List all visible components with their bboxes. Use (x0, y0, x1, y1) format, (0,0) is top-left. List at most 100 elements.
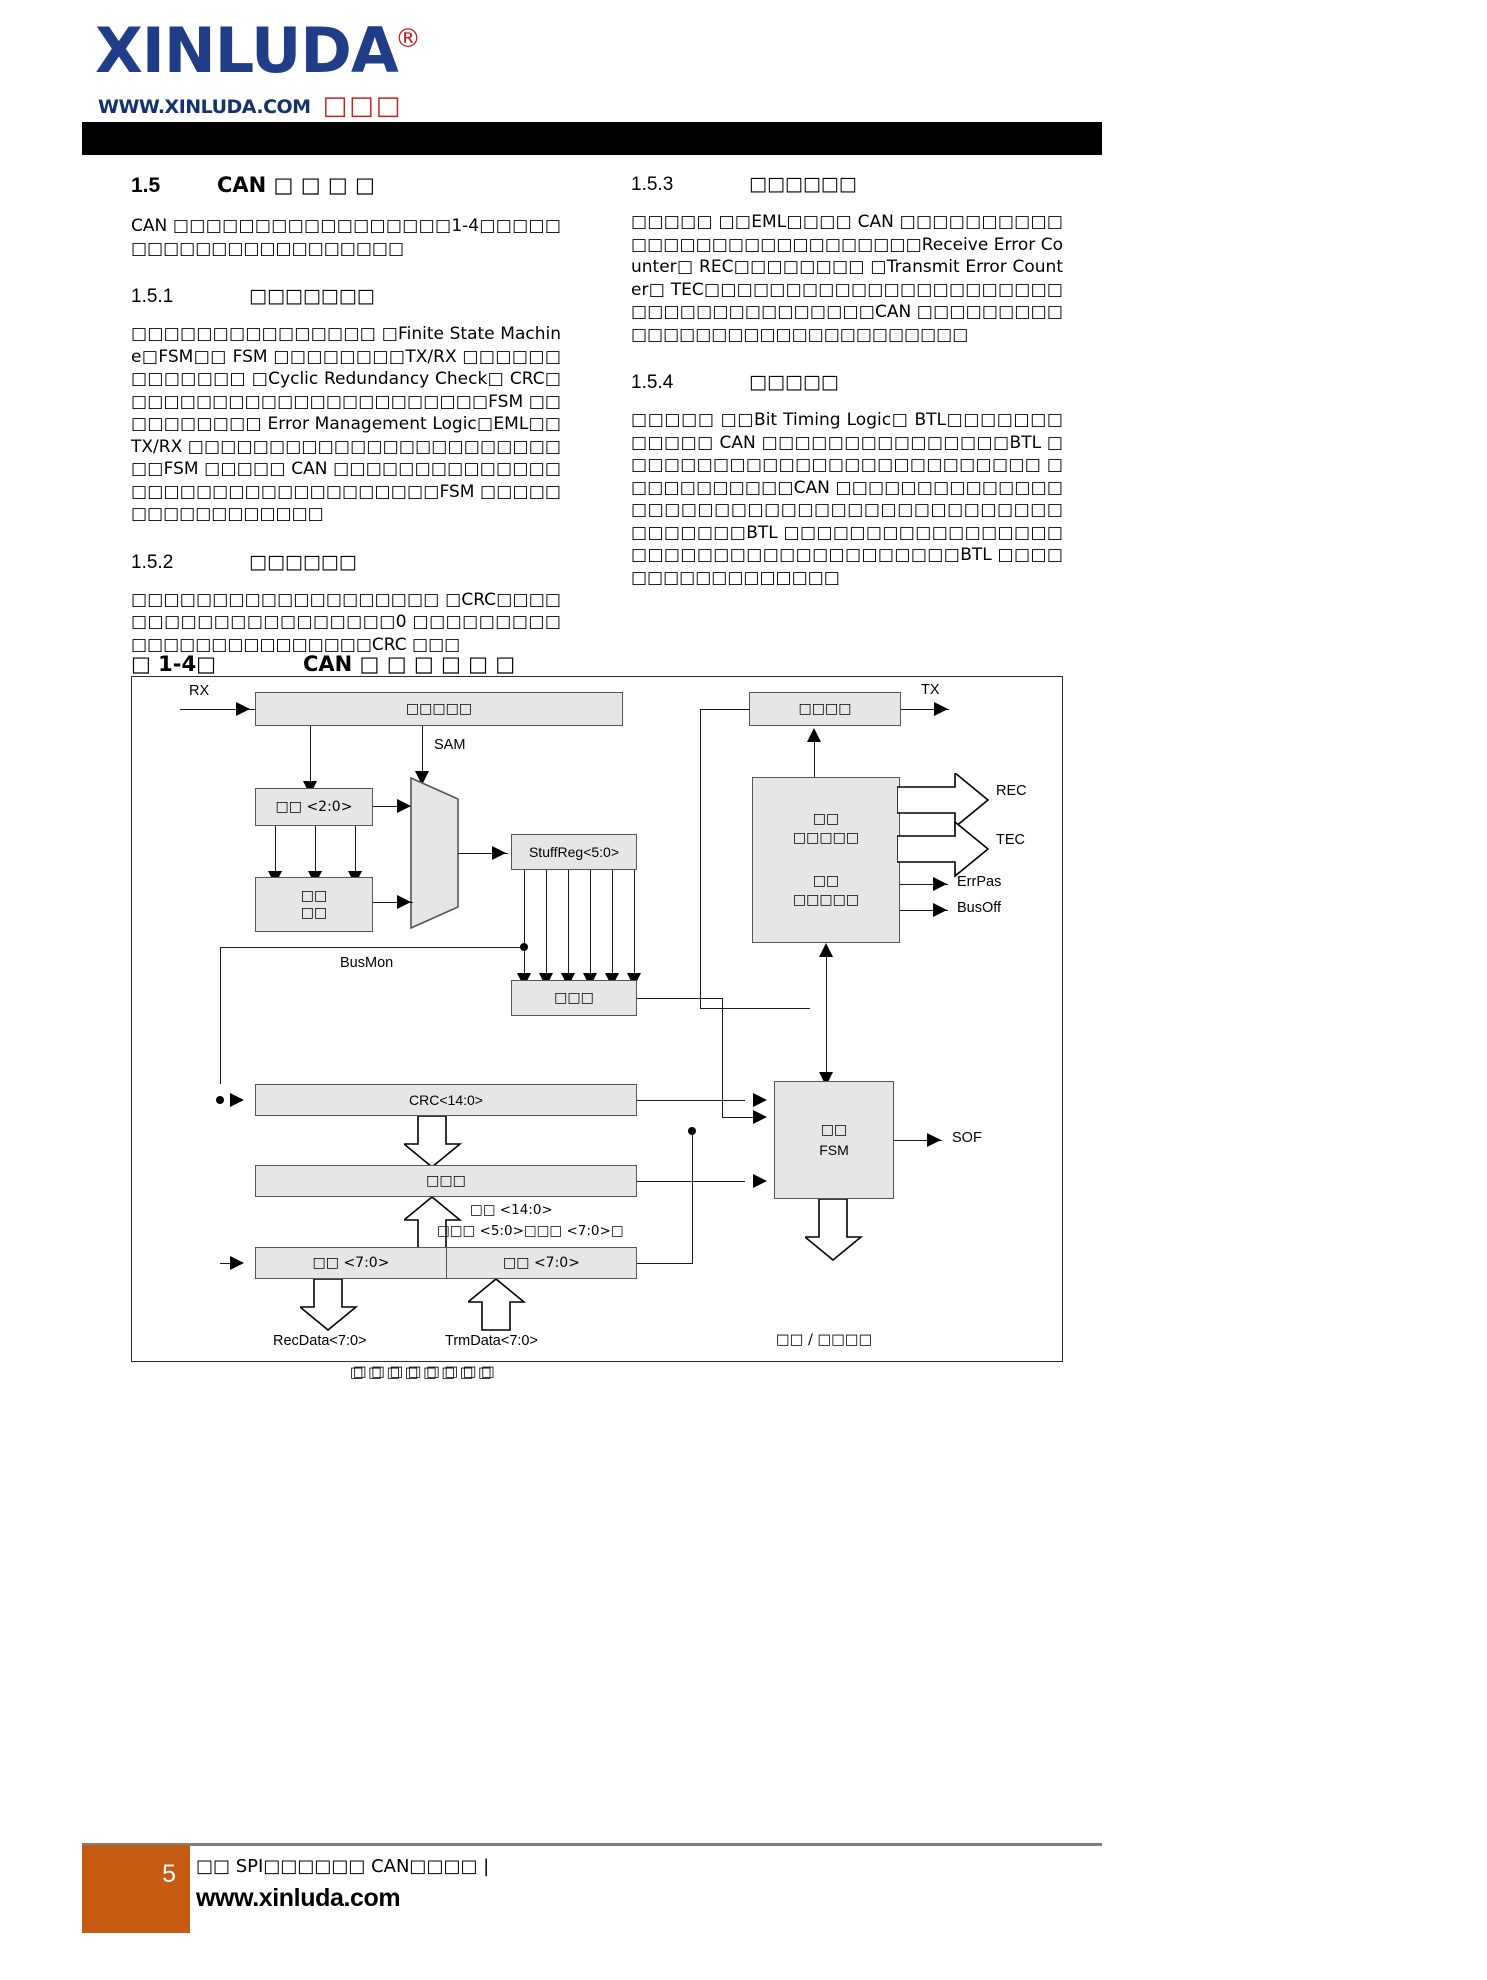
can-controller-block-diagram: RX □□□□□ SAM □□ <2:0> □□ □□ StuffReg<5:0… (131, 676, 1063, 1381)
arrow-busoff (933, 903, 947, 917)
arrow-reg-to-mux (397, 799, 411, 813)
page-number: 5 (162, 1860, 176, 1888)
diagram-label-tec: TEC (996, 832, 1025, 848)
section-number: 1.5.4 (631, 372, 674, 393)
wire-bit0 (275, 826, 277, 878)
arrow-err-fsm-up (819, 943, 833, 957)
wire-errpas (900, 884, 948, 886)
hollow-arrow-trmdata (468, 1279, 526, 1331)
wire-sof (894, 1140, 942, 1142)
logo-url-text: WWW.XINLUDA.COM (98, 96, 311, 118)
paragraph-1-5-4: □□□□□ □□Bit Timing Logic□ BTL□□□□□□□□□□□… (631, 410, 1063, 588)
wire-stuff-3 (590, 870, 592, 980)
wire-stuff-4 (612, 870, 614, 980)
wire-err-to-tx (814, 739, 816, 777)
diagram-label-rx: RX (189, 683, 210, 699)
wire-bit1 (315, 826, 317, 878)
hollow-arrow-tec (897, 822, 989, 878)
section-heading-1-5: 1.5 CAN □ □ □ □ (131, 172, 561, 199)
wire-datareg-to-fsm-v (692, 1169, 694, 1263)
section-number: 1.5 (131, 174, 161, 197)
footer-divider (82, 1843, 1102, 1846)
block-voting-logic: □□ □□ (255, 877, 373, 932)
section-title: □□□□□□ (249, 550, 357, 573)
mux-sam (410, 777, 459, 929)
page-number-badge: 5 (82, 1845, 190, 1933)
wire-fsm-to-tx-top (700, 709, 750, 711)
figure-caption: □ 1-4□CAN □ □ □ □ □ □ (131, 650, 891, 679)
err-label-line3: □□ (812, 873, 840, 889)
diagram-label-trmdata: TrmData<7:0> (445, 1333, 538, 1349)
arrow-into-datareg (230, 1256, 244, 1270)
fsm-label-line2: FSM (819, 1142, 849, 1158)
wire-det-to-fsm-in (722, 1117, 760, 1119)
paragraph-1-5: CAN □□□□□□□□□□□□□□□□□1-4□□□□□□□□□□□□□□□□… (131, 216, 561, 259)
diagram-annotation-line1: □□ <14:0> (470, 1202, 553, 1218)
hollow-arrow-recdata (300, 1279, 358, 1331)
block-error-management-logic: □□ □□□□□ □□ □□□□□ (752, 777, 900, 943)
junction-busmon (520, 943, 528, 951)
block-control-fsm: □□ FSM (774, 1081, 894, 1199)
block-stuff-register: StuffReg<5:0> (511, 834, 637, 870)
figure-number: □ 1-4□ (131, 652, 216, 676)
section-heading-1-5-2: 1.5.2□□□□□□ (131, 550, 561, 575)
wire-crc-to-fsm (637, 1100, 745, 1102)
wire-stuff-5 (634, 870, 636, 980)
section-number: 1.5.3 (631, 174, 674, 195)
wire-bit2 (355, 826, 357, 878)
section-number: 1.5.1 (131, 286, 174, 307)
diagram-label-errpas: ErrPas (957, 874, 1002, 890)
footer-description: □□ SPI□□□□□□ CAN□□□□ | (196, 1856, 490, 1877)
hollow-arrow-crc-down (404, 1116, 462, 1168)
company-logo: XINLUDA ® WWW.XINLUDA.COM □□□ (95, 18, 515, 123)
section-title: □□□□□□□ (249, 285, 375, 307)
arrow-vote-to-mux (397, 895, 411, 909)
wire-stuff-0 (524, 870, 526, 980)
block-shift-register: □□□ (255, 1165, 637, 1197)
arrow-shift-to-fsm (753, 1174, 767, 1188)
diagram-label-rec: REC (996, 783, 1027, 799)
arrow-det-to-fsm (753, 1110, 767, 1124)
wire-busoff (900, 910, 948, 912)
wire-rx (180, 709, 278, 711)
err-label-line4: □□□□□ (792, 892, 860, 908)
wire-stuff-2 (568, 870, 570, 980)
block-receive-data-register: □□ <7:0> (255, 1247, 447, 1279)
diagram-label-recdata: RecData<7:0> (273, 1333, 367, 1349)
wire-vote-to-mux (373, 902, 413, 904)
wire-shift-junction-v (692, 1131, 694, 1181)
paragraph-1-5-3: □□□□□ □□EML□□□□ CAN □□□□□□□□□□□□□□□□□□□□… (631, 212, 1063, 345)
wire-fsm-to-tx (700, 709, 702, 1009)
arrow-mux-to-stuffreg (492, 846, 506, 860)
wire-det-to-fsm-h (637, 998, 723, 1000)
wire-err-fsm (826, 953, 828, 1079)
wire-reg-to-mux (373, 806, 413, 808)
wire-fsm-to-tx-bottom (700, 1008, 810, 1010)
section-heading-1-5-4: 1.5.4□□□□□ (631, 370, 1063, 395)
diagram-bottom-caption: □ □ □ □ □ □ □ □ (353, 1364, 495, 1380)
wire-stuff-1 (546, 870, 548, 980)
registered-trademark-icon: ® (395, 24, 421, 54)
paragraph-1-5-1: □□□□□□□□□□□□□□□ □Finite State Machine□FS… (131, 324, 561, 524)
err-label-line2: □□□□□ (792, 830, 860, 846)
wire-sampler-down-2 (422, 726, 424, 778)
logo-chinese-name: □□□ (322, 91, 403, 121)
wire-busmon-left (220, 947, 222, 1084)
left-text-column: 1.5 CAN □ □ □ □ CAN □□□□□□□□□□□□□□□□□1-4□… (131, 172, 561, 672)
block-transmit-data-register: □□ <7:0> (446, 1247, 637, 1279)
wire-mux-to-stuffreg (458, 853, 508, 855)
diagram-label-sam: SAM (434, 737, 466, 753)
hollow-arrow-fsm-down (805, 1199, 863, 1261)
err-label-line1: □□ (812, 811, 840, 827)
diagram-label-status-control: □□ / □□□□ (776, 1332, 873, 1348)
header-black-bar (82, 122, 1102, 155)
arrow-crc-to-fsm (753, 1093, 767, 1107)
arrow-into-crc (230, 1093, 244, 1107)
logo-subtitle: WWW.XINLUDA.COM □□□ (98, 91, 403, 121)
arrow-err-to-tx (807, 728, 821, 742)
diagram-label-sof: SOF (952, 1130, 982, 1146)
diagram-annotation-line2: □□□ <5:0>□□□ <7:0>□ (437, 1223, 624, 1239)
wire-shift-to-fsm (637, 1181, 745, 1183)
section-title: CAN □ □ □ □ (217, 173, 375, 197)
arrow-tx-out (934, 702, 948, 716)
